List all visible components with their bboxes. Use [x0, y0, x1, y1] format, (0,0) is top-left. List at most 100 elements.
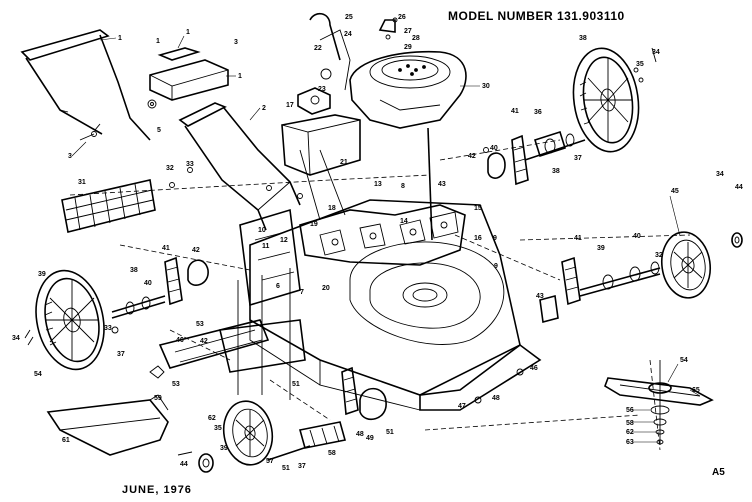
- callout-label: 11: [262, 243, 270, 250]
- callout-label: 18: [328, 205, 336, 212]
- rear-baffle-tower: [281, 114, 361, 221]
- callout-label: 35: [636, 61, 644, 68]
- height-adjust-linkage-left: [158, 208, 306, 400]
- callout-label: 41: [162, 245, 170, 252]
- assembly-guide-lines: [69, 139, 691, 451]
- front-right-wheel: [660, 231, 743, 299]
- callout-label: 1: [238, 73, 242, 80]
- callout-label: 43: [438, 181, 446, 188]
- control-cover: [149, 47, 229, 101]
- callout-label: 39: [220, 445, 228, 452]
- callout-label: 33: [104, 325, 112, 332]
- rear-right-wheel: [572, 47, 640, 153]
- callout-label: 46: [176, 337, 184, 344]
- callout-label: 42: [468, 153, 476, 160]
- callout-label: 48: [356, 431, 364, 438]
- callout-label: 37: [574, 155, 582, 162]
- callout-label: 49: [366, 435, 374, 442]
- callout-label: 19: [310, 221, 318, 228]
- callout-label: 40: [490, 145, 498, 152]
- callout-label: 57: [266, 458, 274, 465]
- callout-label: 53: [196, 321, 204, 328]
- callout-label: 39: [597, 245, 605, 252]
- callout-label: 63: [626, 439, 634, 446]
- callout-label: 51: [386, 429, 394, 436]
- front-left-wheel: [198, 400, 274, 473]
- engine: [309, 12, 467, 241]
- callout-label: 61: [62, 437, 70, 444]
- callout-label: 1: [186, 29, 190, 36]
- rear-right-axle-bracket: [487, 130, 586, 186]
- callout-label: 34: [12, 335, 20, 342]
- callout-label: 33: [186, 161, 194, 168]
- callout-label: 51: [282, 465, 290, 472]
- blade-assembly: [604, 360, 714, 445]
- callout-label: 22: [314, 45, 322, 52]
- callout-label: 21: [340, 159, 348, 166]
- callout-leaders: [71, 35, 701, 443]
- callout-label: 7: [300, 289, 304, 296]
- rear-flap: [46, 394, 169, 456]
- callout-label: 65: [692, 387, 700, 394]
- callout-label: 44: [180, 461, 188, 468]
- callout-label: 38: [579, 35, 587, 42]
- callout-label: 37: [298, 463, 306, 470]
- callout-label: 41: [511, 108, 519, 115]
- callout-label: 9: [494, 263, 498, 270]
- callout-label: 37: [117, 351, 125, 358]
- callout-label: 58: [626, 420, 634, 427]
- callout-label: 32: [655, 252, 663, 259]
- callout-label: 13: [374, 181, 382, 188]
- callout-label: 1: [118, 35, 122, 42]
- callout-label: 54: [680, 357, 688, 364]
- callout-label: 29: [404, 44, 412, 51]
- callout-label: 41: [574, 235, 582, 242]
- callout-label: 17: [286, 102, 294, 109]
- callout-label: 25: [345, 14, 353, 21]
- callout-label: 35: [214, 425, 222, 432]
- handle-knob-hardware: [79, 99, 157, 141]
- callout-label: 44: [735, 184, 743, 191]
- grass-comb: [61, 179, 156, 233]
- callout-label: 8: [401, 183, 405, 190]
- callout-label: 31: [78, 179, 86, 186]
- callout-label: 34: [716, 171, 724, 178]
- engine-throttle-parts: [297, 68, 332, 115]
- callout-label: 62: [626, 429, 634, 436]
- callout-label: 15: [474, 205, 482, 212]
- callout-label: 24: [344, 31, 352, 38]
- callout-label: 16: [474, 235, 482, 242]
- callout-label: 56: [626, 407, 634, 414]
- callout-label: 40: [633, 233, 641, 240]
- date-stamp: JUNE, 1976: [122, 484, 192, 496]
- callout-label: 14: [400, 218, 408, 225]
- callout-label: 30: [482, 83, 490, 90]
- callout-label: 54: [34, 371, 42, 378]
- callout-label: 2: [262, 105, 266, 112]
- callout-label: 3: [234, 39, 238, 46]
- callout-label: 42: [200, 338, 208, 345]
- callout-label: 43: [536, 293, 544, 300]
- deck-hardware-cluster: [299, 204, 466, 266]
- left-rear-axle-hardware: [111, 256, 209, 334]
- callout-label: 5: [157, 127, 161, 134]
- callout-label: 47: [458, 403, 466, 410]
- rear-left-wheel: [35, 269, 105, 371]
- callout-label: 58: [328, 450, 336, 457]
- mower-deck-housing: [249, 199, 542, 411]
- callout-label: 28: [412, 35, 420, 42]
- lower-handle: [178, 102, 301, 231]
- callout-label: 38: [552, 168, 560, 175]
- misc-hardware: [24, 17, 657, 456]
- callout-label: 3: [68, 153, 72, 160]
- callout-label: 34: [652, 49, 660, 56]
- callout-label: 9: [493, 235, 497, 242]
- callout-label: 1: [156, 38, 160, 45]
- callout-label: 39: [38, 271, 46, 278]
- callout-label: 6: [276, 283, 280, 290]
- callout-label: 10: [258, 227, 266, 234]
- callout-labels: 1 1 1 1 2 3 5 3 17 21 22 23 24 25 26 27 …: [12, 14, 743, 472]
- upper-handle: [20, 29, 151, 141]
- callout-label: 59: [154, 395, 162, 402]
